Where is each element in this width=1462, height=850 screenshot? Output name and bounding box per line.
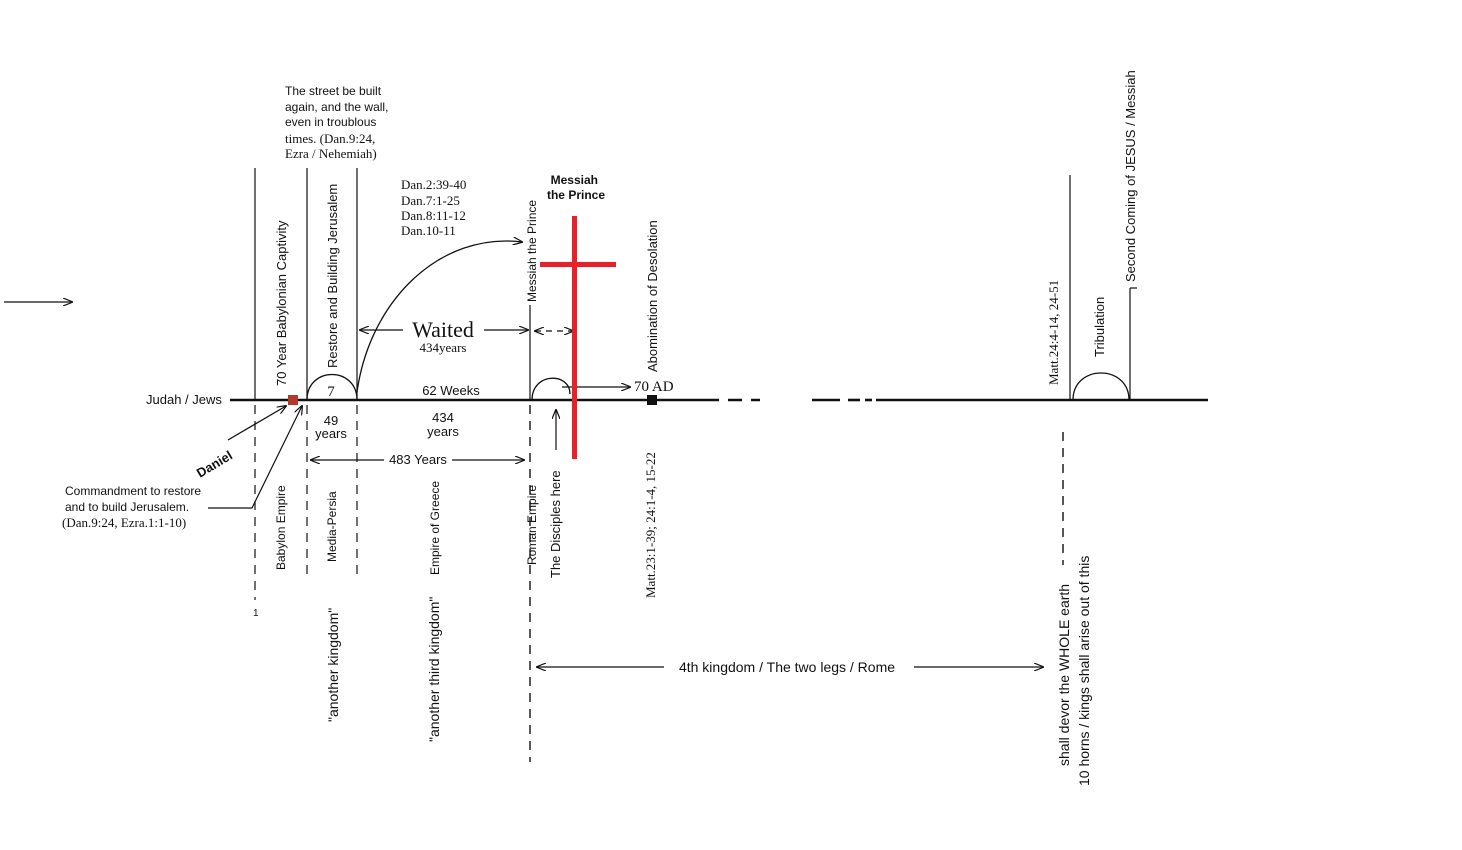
messiah-prince-label: Messiah the Prince <box>525 200 539 302</box>
seven-weeks-hump <box>306 374 358 401</box>
third-kingdom-label: "another third kingdom" <box>426 597 442 742</box>
first-span-number: 49 <box>324 413 338 428</box>
cross-icon <box>540 216 616 459</box>
commandment-leader-arrow <box>208 406 302 509</box>
first-span-unit: years <box>315 426 347 441</box>
timeline-label: Judah / Jews <box>146 392 222 407</box>
messiah-title: Messiah the Prince <box>547 173 605 202</box>
prophecy-arc-arrow <box>356 241 522 393</box>
street-note: The street be built again, and the wall,… <box>285 84 425 162</box>
messiah-hump <box>531 377 571 401</box>
tribulation-label: Tribulation <box>1092 297 1107 357</box>
seventy-ad-marker <box>647 395 657 405</box>
daniel-label: Daniel <box>194 448 235 481</box>
street-note-line: Ezra / Nehemiah) <box>285 146 377 161</box>
commandment-note: Commandment to restore and to build Jeru… <box>62 484 232 531</box>
daniel-arrow <box>227 406 286 441</box>
commandment-note-line: (Dan.9:24, Ezra.1:1-10) <box>62 515 187 530</box>
media-persia-label: Media-Persia <box>325 491 339 562</box>
fourth-kingdom-label: 4th kingdom / The two legs / Rome <box>679 659 895 675</box>
daniel-references: Dan.2:39-40 Dan.7:1-25 Dan.8:11-12 Dan.1… <box>401 177 470 238</box>
waited-years: 434years <box>420 340 467 355</box>
decree-marker <box>288 395 298 405</box>
sixty-two-weeks-label: 62 Weeks <box>422 383 480 398</box>
abomination-label: Abomination of Desolation <box>645 220 660 372</box>
tribulation-hump <box>1072 372 1130 401</box>
disciples-label: The Disciples here <box>548 470 563 578</box>
matt24-label: Matt.24:4-14, 24-51 <box>1046 280 1061 385</box>
ten-horns-label: 10 horns / kings shall arise out of this <box>1076 556 1092 786</box>
street-note-line: even in troublous <box>285 115 377 129</box>
commandment-note-line: and to build Jerusalem. <box>65 499 190 514</box>
seven-weeks-label: 7 <box>327 384 335 400</box>
tick-mark: 1 <box>253 608 259 619</box>
second-span-unit: years <box>427 424 459 439</box>
second-coming-label: Second Coming of JESUS / Messiah <box>1123 70 1138 282</box>
restore-label: Restore and Building Jerusalem <box>325 184 340 368</box>
devour-earth-label: shall devor the WHOLE earth <box>1056 584 1072 766</box>
total-years-label: 483 Years <box>389 452 447 467</box>
lower-dashed-lines <box>254 405 1064 762</box>
captivity-label: 70 Year Babylonian Captivity <box>274 220 289 386</box>
roman-empire-label: Roman Empire <box>525 485 539 565</box>
street-note-line: again, and the wall, <box>285 99 389 114</box>
babylon-empire-label: Babylon Empire <box>274 485 288 570</box>
seventy-ad-label: 70 AD <box>634 379 674 395</box>
street-note-line: The street be built <box>285 84 382 98</box>
greece-label: Empire of Greece <box>428 481 442 575</box>
matt23-label: Matt.23:1-39; 24:1-4, 15-22 <box>643 452 658 598</box>
commandment-note-line: Commandment to restore <box>65 484 202 498</box>
waited-label: Waited <box>412 317 474 342</box>
street-note-line: times. (Dan.9:24, <box>285 130 376 146</box>
another-kingdom-label: "another kingdom" <box>325 608 341 722</box>
second-span-number: 434 <box>432 410 454 425</box>
